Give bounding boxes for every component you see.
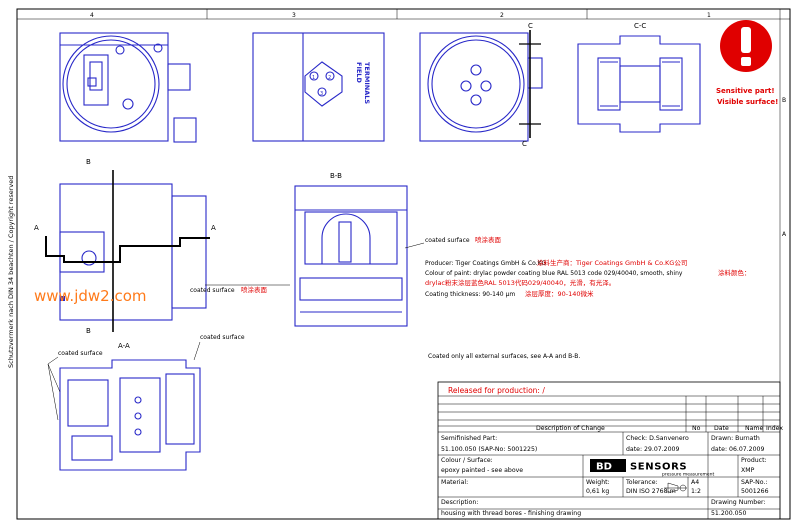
rev-header-date: Date bbox=[714, 425, 729, 432]
logo-left: BD bbox=[596, 462, 612, 473]
section-c-view: C C bbox=[419, 22, 543, 148]
zone-mark-1: 1 bbox=[707, 12, 711, 19]
section-cc: C-C bbox=[577, 22, 701, 133]
coated-surface-left: coated surface bbox=[190, 287, 235, 294]
section-bb: B-B bbox=[294, 172, 408, 327]
note-colour-cn1: 涂料颜色： bbox=[718, 268, 751, 277]
row-mark-a: A bbox=[782, 231, 787, 238]
weight-label: Weight: bbox=[586, 479, 610, 486]
copyright-note: Schutzvermerk nach DIN 34 beachten / Cop… bbox=[7, 176, 15, 368]
scale: 1:2 bbox=[691, 488, 701, 495]
terminal-mark-1: 1 bbox=[312, 75, 315, 81]
terminal-cover-view: 1 2 3 FIELD TERMINALS bbox=[252, 32, 385, 142]
terminals-label: TERMINALS bbox=[363, 62, 371, 104]
cut-a-right: A bbox=[211, 224, 216, 232]
note-thickness: Coating thickness: 90-140 µm bbox=[425, 291, 515, 298]
section-aa-label: A-A bbox=[118, 342, 130, 350]
rev-header-description: Description of Change bbox=[536, 425, 605, 432]
terminal-mark-3: 3 bbox=[320, 91, 323, 97]
check-date: date: 29.07.2009 bbox=[626, 446, 679, 453]
note-producer: Producer: Tiger Coatings GmbH & Co.KG bbox=[425, 260, 547, 267]
note-colour-cn2: drylac粉末涂层蓝色RAL 5013代码029/40040，光滑，有光泽。 bbox=[425, 278, 615, 287]
watermark: www.jdw2.com bbox=[34, 287, 147, 305]
section-aa: A-A bbox=[59, 342, 201, 471]
zone-mark-4: 4 bbox=[90, 12, 94, 19]
company-logo: BD SENSORS pressure measurement bbox=[590, 459, 714, 478]
cut-b-top: B bbox=[86, 158, 91, 166]
description-value: housing with thread bores - finishing dr… bbox=[441, 510, 581, 517]
border-frame bbox=[16, 8, 791, 520]
note-colour: Colour of paint: drylac powder coating b… bbox=[425, 270, 683, 277]
note-thickness-cn: 涂层厚度：90-140微米 bbox=[525, 289, 594, 298]
section-cc-label: C-C bbox=[634, 22, 646, 30]
logo-right: SENSORS bbox=[630, 462, 687, 473]
cut-c-top: C bbox=[528, 22, 533, 30]
colour-label: Colour / Surface: bbox=[441, 457, 493, 464]
tolerance-value: DIN ISO 2768-m bbox=[626, 488, 676, 495]
rev-header-index: Index bbox=[766, 425, 783, 432]
note-producer-cn: 涂料生产商：Tiger Coatings GmbH & Co.KG公司 bbox=[537, 258, 687, 267]
tolerance-label: Tolerance: bbox=[625, 479, 658, 486]
row-mark-b: B bbox=[782, 97, 786, 104]
rev-header-no: No bbox=[692, 425, 701, 432]
section-bb-label: B-B bbox=[330, 172, 342, 180]
product-label: Product: bbox=[741, 457, 767, 464]
material-label: Material: bbox=[441, 479, 468, 486]
drawn-name: Drawn: Burnath bbox=[711, 435, 760, 442]
weight-value: 0,61 kg bbox=[586, 488, 609, 495]
semifinished-value: 51.100.050 (SAP-No: 5001225) bbox=[441, 446, 537, 453]
coated-surface-left-cn: 喷涂表面 bbox=[241, 285, 268, 294]
warning-icon bbox=[720, 20, 772, 72]
drawn-date: date: 06.07.2009 bbox=[711, 446, 764, 453]
product-value: XMP bbox=[741, 467, 755, 474]
title-block bbox=[437, 381, 781, 520]
drawing-number-value: 51.200.050 bbox=[711, 510, 746, 517]
coated-surface-aa-left: coated surface bbox=[58, 350, 103, 357]
warning-line1: Sensitive part! bbox=[716, 87, 775, 95]
released-label: Released for production: / bbox=[448, 386, 545, 395]
description-label: Description: bbox=[441, 499, 478, 506]
cut-b-bottom: B bbox=[86, 327, 91, 335]
zone-mark-2: 2 bbox=[500, 12, 504, 19]
zone-mark-3: 3 bbox=[292, 12, 296, 19]
sap-value: 5001266 bbox=[741, 488, 769, 495]
field-label: FIELD bbox=[355, 62, 363, 83]
colour-value: epoxy painted - see above bbox=[441, 467, 523, 474]
check-name: Check: D.Sanvenero bbox=[626, 435, 689, 442]
logo-sub: pressure measurement bbox=[662, 472, 714, 478]
rev-header-name: Name bbox=[745, 425, 763, 432]
sheet-size: A4 bbox=[691, 479, 699, 486]
front-view bbox=[59, 32, 197, 143]
projection-symbol bbox=[664, 482, 687, 494]
coated-surface-right: coated surface bbox=[425, 237, 470, 244]
semifinished-label: Semifinished Part: bbox=[441, 435, 497, 442]
terminal-mark-2: 2 bbox=[328, 75, 331, 81]
drawing-number-label: Drawing Number: bbox=[711, 499, 766, 506]
side-view-cuts: B B A A bbox=[34, 158, 216, 335]
cut-a-left: A bbox=[34, 224, 39, 232]
cut-c-bottom: C bbox=[522, 140, 527, 148]
coated-surface-aa-right: coated surface bbox=[200, 334, 245, 341]
warning-line2: Visible surface! bbox=[717, 98, 778, 106]
coated-surface-right-cn: 喷涂表面 bbox=[475, 235, 502, 244]
note-coated-all: Coated only all external surfaces, see A… bbox=[428, 353, 580, 360]
sap-label: SAP-No.: bbox=[741, 479, 767, 486]
